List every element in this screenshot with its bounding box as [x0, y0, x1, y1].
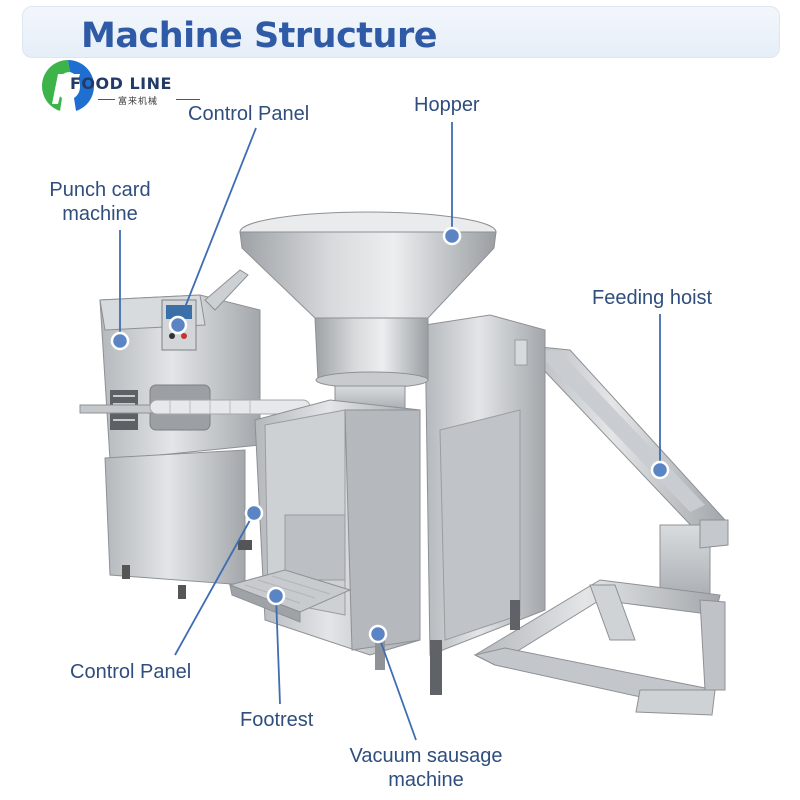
label-hopper: Hopper: [414, 94, 480, 116]
logo-brand-name: FOOD LINE: [70, 74, 172, 93]
label-feeding-hoist: Feeding hoist: [592, 287, 713, 309]
callout-dot-hopper: [442, 226, 462, 246]
callout-dot-vacuum: [368, 624, 388, 644]
label-vacuum-line1: Vacuum sausage: [349, 745, 503, 767]
logo-subtitle: 富来机械: [118, 96, 159, 106]
label-vacuum-sausage-machine: Vacuum sausage machine: [336, 744, 516, 792]
label-control-panel-bottom: Control Panel: [70, 661, 192, 683]
logo-rule-left: [98, 99, 115, 100]
label-vacuum-line2: machine: [388, 769, 464, 791]
logo-rule-right: [176, 99, 200, 100]
page-title: Machine Structure: [81, 16, 437, 56]
callout-dot-punch-card: [110, 331, 130, 351]
callout-dot-feeding-hoist: [650, 460, 670, 480]
vacuum-machine-body: [238, 399, 520, 695]
label-punch-card-line2: machine: [62, 203, 138, 225]
header-banner: Machine Structure: [22, 6, 780, 58]
feeding-hoist: [473, 344, 729, 716]
hopper-shape: [239, 211, 497, 411]
label-punch-card-machine: Punch card machine: [38, 178, 162, 226]
label-punch-card-line1: Punch card: [49, 179, 151, 201]
label-footrest: Footrest: [240, 709, 314, 731]
label-control-panel-top: Control Panel: [188, 103, 310, 125]
punch-card-machine: [79, 269, 261, 599]
callout-dot-footrest: [266, 586, 286, 606]
callout-dot-control-panel-top: [168, 315, 188, 335]
callout-dot-control-panel-bottom: [244, 503, 264, 523]
